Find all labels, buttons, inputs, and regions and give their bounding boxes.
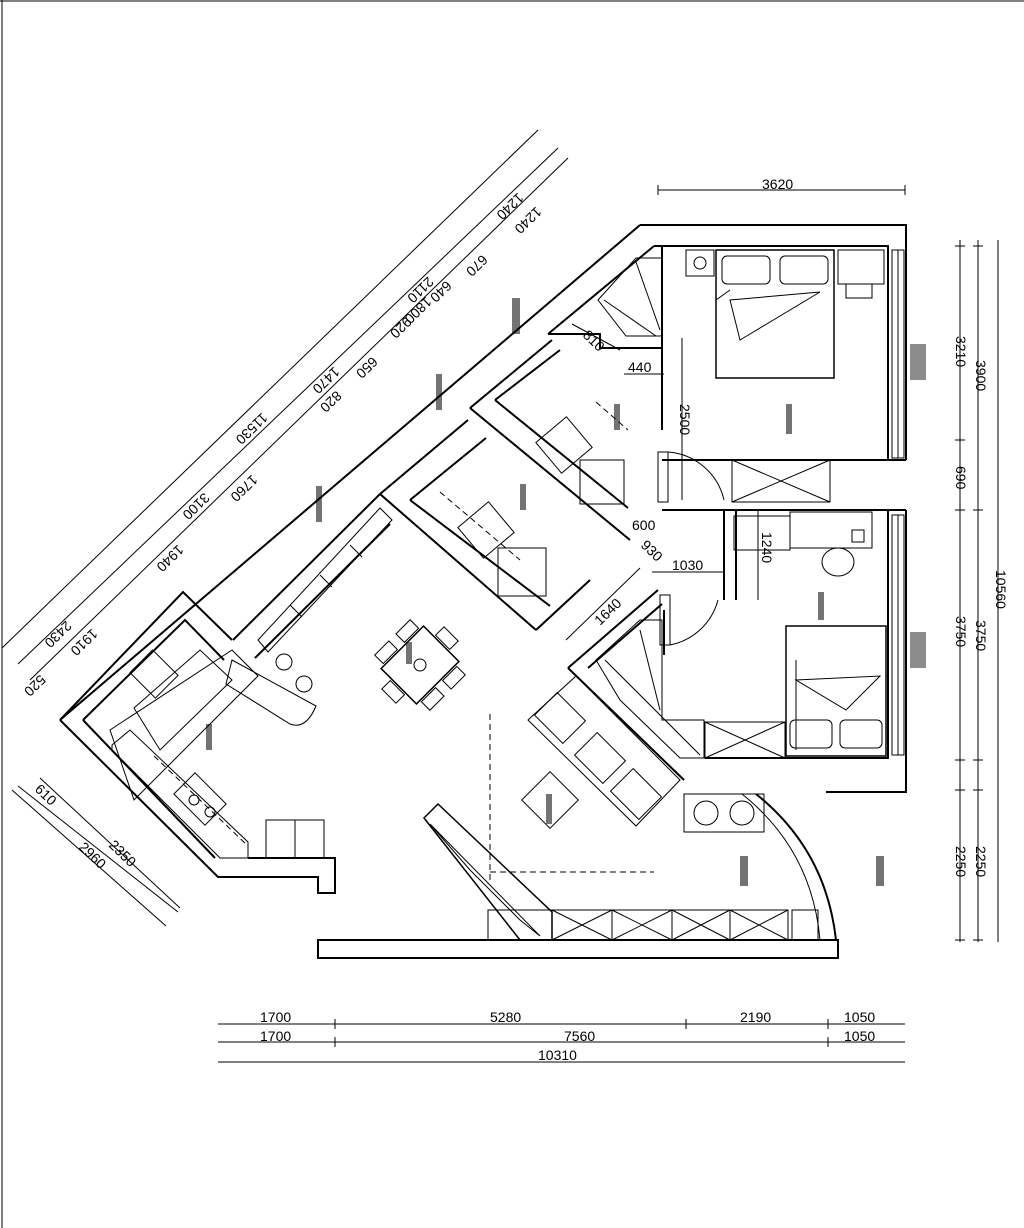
- dim-bottom-r1-1050: 1050: [844, 1009, 875, 1025]
- dim-inner-600: 600: [632, 517, 656, 533]
- dim-inner-440: 440: [628, 359, 652, 375]
- dim-bottom: 1700 5280 2190 1050 1700 7560 1050 10310: [218, 1009, 905, 1063]
- dim-bottom-r2-7560: 7560: [564, 1028, 595, 1044]
- interior-walls: [232, 246, 906, 781]
- dim-inner-2500: 2500: [677, 404, 693, 435]
- room-label-marks: [206, 298, 926, 886]
- dim-right: 3210 3900 690 3750 3750 2250 2250 10560: [953, 240, 1009, 942]
- kitchen: [109, 649, 325, 859]
- dim-right-3900: 3900: [973, 360, 989, 391]
- dim-diag-1760: 1760: [227, 472, 261, 505]
- dim-right-690: 690: [953, 466, 969, 490]
- dim-bottom-r1-5280: 5280: [490, 1009, 521, 1025]
- dining-table: [374, 619, 466, 711]
- dim-ll-2960: 2960: [76, 839, 110, 872]
- dim-bottom-r2-1050: 1050: [844, 1028, 875, 1044]
- dim-bottom-r1-2190: 2190: [740, 1009, 771, 1025]
- tv-cabinet: [317, 802, 839, 959]
- dim-right-3750-b: 3750: [973, 620, 989, 651]
- dim-right-3210: 3210: [953, 336, 969, 367]
- dim-right-3750-a: 3750: [953, 616, 969, 647]
- dim-inner-1240: 1240: [759, 532, 775, 563]
- dim-diag-11530: 11530: [233, 410, 272, 448]
- dim-inner-930: 930: [638, 537, 666, 565]
- dim-top: 3620: [657, 176, 906, 195]
- dim-diag-650: 650: [353, 354, 381, 382]
- dim-top-3620: 3620: [762, 176, 793, 192]
- living-sofa: [521, 675, 681, 829]
- dim-diag-3100: 3100: [179, 490, 213, 523]
- right-windows: [891, 249, 905, 756]
- dim-right-10560: 10560: [993, 570, 1009, 609]
- dim-bottom-r2-1700: 1700: [260, 1028, 291, 1044]
- bathroom-fixtures: [457, 416, 873, 833]
- dim-right-2250-a: 2250: [953, 846, 969, 877]
- dim-bottom-10310: 10310: [538, 1047, 577, 1063]
- dim-lower-left: 610 2350 2960: [11, 777, 181, 927]
- dim-bottom-r1-1700: 1700: [260, 1009, 291, 1025]
- outer-walls: [59, 224, 907, 894]
- dim-ll-2350: 2350: [106, 837, 140, 870]
- doors: [657, 451, 837, 941]
- dim-ll-610: 610: [32, 781, 60, 809]
- dim-right-2250-b: 2250: [973, 846, 989, 877]
- dim-diagonal: 11530 1240 1240 2110 670 640 1800 920 14…: [1, 129, 569, 700]
- bedroom1-bed: [685, 249, 885, 379]
- bedroom2-bed: [785, 625, 887, 757]
- dim-diag-520: 520: [21, 672, 49, 700]
- guide-lines: [153, 401, 654, 880]
- dim-diag-1940: 1940: [153, 542, 187, 575]
- wardrobes: [595, 257, 831, 759]
- dim-inner-1030: 1030: [672, 557, 703, 573]
- hall-cabinets: [257, 507, 393, 653]
